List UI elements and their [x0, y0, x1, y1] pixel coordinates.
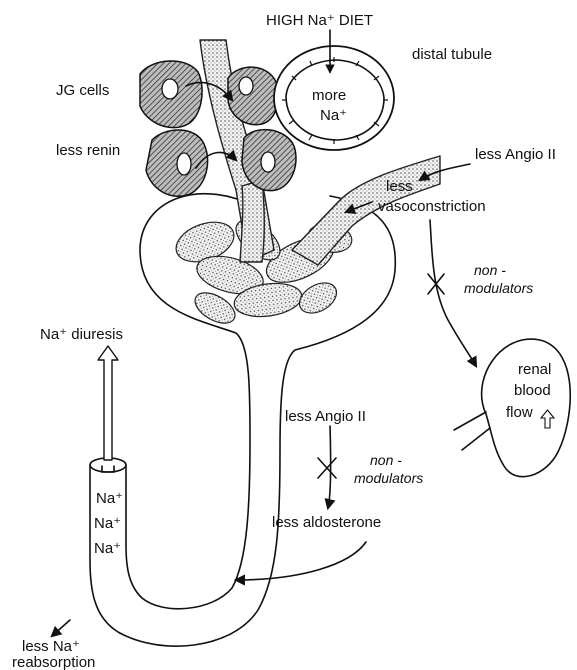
aldosterone-to-tubule-arrow [236, 542, 366, 580]
less-label: less [386, 178, 413, 195]
renal-vessel-1 [454, 412, 486, 430]
na-diuresis-label: Na⁺ diuresis [40, 326, 123, 343]
modulators-mid-label: modulators [354, 470, 423, 486]
reabsorption-label: reabsorption [12, 654, 95, 670]
jg-cells-label: JG cells [56, 82, 109, 99]
less-angio-ii-mid-label: less Angio II [285, 408, 366, 425]
na-label-3: Na⁺ [94, 540, 121, 557]
blood-label: blood [514, 382, 551, 399]
vasoconstriction-label: vasoconstriction [378, 198, 486, 215]
renal-label: renal [518, 361, 551, 378]
renal-vessel-2 [462, 428, 490, 450]
na-label-1: Na⁺ [96, 490, 123, 507]
less-angio-ii-top-label: less Angio II [475, 146, 556, 163]
more-label: more [312, 87, 346, 104]
less-na-label: less Na⁺ [22, 638, 80, 655]
high-na-diet-label: HIGH Na⁺ DIET [266, 12, 373, 29]
modulators-top-label: modulators [464, 280, 533, 296]
up-arrow-icon [541, 410, 554, 428]
na-label-2: Na⁺ [94, 515, 121, 532]
distal-tubule-label: distal tubule [412, 46, 492, 63]
reabsorption-arrow [52, 620, 70, 636]
less-aldosterone-label: less aldosterone [272, 514, 381, 531]
less-renin-label: less renin [56, 142, 120, 159]
non-top-label: non - [474, 262, 506, 278]
flow-label: flow [506, 404, 533, 421]
diuresis-arrow [98, 346, 118, 460]
non-mid-label: non - [370, 452, 402, 468]
na-in-tubule-label: Na⁺ [320, 107, 347, 124]
afferent-branch [240, 180, 264, 262]
